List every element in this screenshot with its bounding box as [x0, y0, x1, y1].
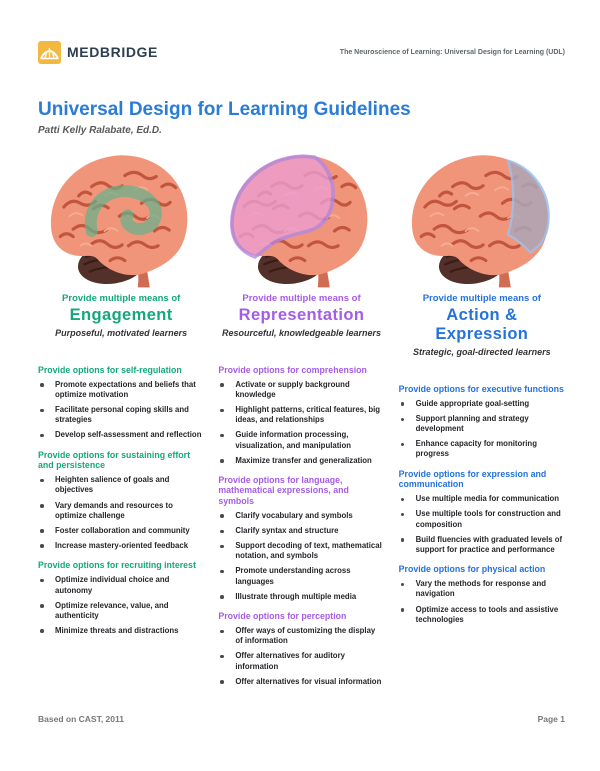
- bullet-item: Build fluencies with graduated levels of…: [399, 535, 565, 555]
- posterior-highlight: [230, 154, 336, 259]
- column-name: Action & Expression: [435, 305, 529, 343]
- bullet-item: Promote expectations and beliefs that op…: [38, 380, 204, 400]
- brain-illustration-wrap: [218, 146, 384, 292]
- bullet-item: Optimize relevance, value, and authentic…: [38, 601, 204, 621]
- author-byline: Patti Kelly Ralabate, Ed.D.: [38, 124, 162, 136]
- bullet-item: Guide information processing, visualizat…: [218, 430, 384, 450]
- guideline-columns: Provide multiple means of Engagement Pur…: [38, 146, 565, 696]
- limbic-highlight: [84, 184, 162, 237]
- column-kicker: Provide multiple means of: [242, 292, 361, 304]
- page-title: Universal Design for Learning Guidelines: [38, 99, 411, 120]
- page-header: MEDBRIDGE The Neuroscience of Learning: …: [38, 38, 565, 66]
- section-heading: Provide options for comprehension: [218, 364, 367, 375]
- column-action-expression: Provide multiple means of Action & Expre…: [399, 146, 565, 696]
- bullet-item: Offer ways of customizing the display of…: [218, 626, 384, 646]
- bullet-item: Maximize transfer and generalization: [218, 456, 384, 466]
- bullet-item: Clarify syntax and structure: [218, 526, 384, 536]
- footer-page-number: Page 1: [537, 714, 565, 724]
- section-heading: Provide options for expression and commu…: [398, 468, 547, 489]
- footer-source-note: Based on CAST, 2011: [38, 714, 124, 724]
- brain-engagement-illustration: [38, 146, 204, 292]
- column-learner-subtitle: Resourceful, knowledgeable learners: [221, 327, 382, 338]
- column-learner-subtitle: Strategic, goal-directed learners: [413, 346, 551, 357]
- section-heading: Provide options for executive functions: [398, 383, 564, 394]
- medbridge-logo: MEDBRIDGE: [38, 40, 158, 64]
- medbridge-logo-icon: [38, 40, 61, 64]
- column-kicker: Provide multiple means of: [62, 292, 181, 304]
- section-bullet-list: Promote expectations and beliefs that op…: [38, 380, 204, 441]
- brain-illustration-wrap: [399, 146, 565, 292]
- bullet-item: Vary the methods for response and naviga…: [399, 579, 565, 599]
- column-learner-subtitle: Purposeful, motivated learners: [55, 327, 188, 338]
- bullet-item: Offer alternatives for visual informatio…: [218, 677, 384, 687]
- section-bullet-list: Heighten salience of goals and objective…: [38, 475, 204, 551]
- bullet-item: Use multiple media for communication: [399, 494, 565, 504]
- guideline-section: Provide options for language, mathematic…: [218, 475, 384, 602]
- bullet-item: Enhance capacity for monitoring progress: [399, 439, 565, 459]
- bullet-item: Highlight patterns, critical features, b…: [218, 405, 384, 425]
- column-kicker: Provide multiple means of: [422, 292, 541, 304]
- section-heading: Provide options for recruiting interest: [38, 560, 196, 571]
- column-heading: Provide multiple means of Action & Expre…: [399, 292, 565, 358]
- bullet-item: Develop self-assessment and reflection: [38, 430, 204, 440]
- logo-wordmark: MEDBRIDGE: [67, 44, 158, 60]
- bullet-item: Illustrate through multiple media: [218, 592, 384, 602]
- section-heading: Provide options for sustaining effort an…: [38, 449, 190, 470]
- bullet-item: Offer alternatives for auditory informat…: [218, 651, 384, 671]
- bullet-item: Promote understanding across languages: [218, 566, 384, 586]
- brain-representation-illustration: [218, 146, 384, 292]
- guideline-section: Provide options for expression and commu…: [399, 469, 565, 555]
- section-heading: Provide options for perception: [218, 610, 347, 621]
- column-heading: Provide multiple means of Representation…: [218, 292, 384, 339]
- document-reference-title: The Neuroscience of Learning: Universal …: [339, 48, 565, 56]
- brain-illustration-wrap: [38, 146, 204, 292]
- page-footer: Based on CAST, 2011 Page 1: [38, 714, 565, 724]
- column-engagement: Provide multiple means of Engagement Pur…: [38, 146, 204, 696]
- bullet-item: Minimize threats and distractions: [38, 626, 204, 636]
- bullet-item: Guide appropriate goal-setting: [399, 399, 565, 409]
- brain-action-expression-illustration: [399, 146, 565, 292]
- section-heading: Provide options for self-regulation: [38, 364, 182, 375]
- column-heading: Provide multiple means of Engagement Pur…: [38, 292, 204, 339]
- bullet-item: Increase mastery-oriented feedback: [38, 541, 204, 551]
- section-bullet-list: Vary the methods for response and naviga…: [399, 579, 565, 625]
- bullet-item: Vary demands and resources to optimize c…: [38, 501, 204, 521]
- bullet-item: Heighten salience of goals and objective…: [38, 475, 204, 495]
- section-heading: Provide options for language, mathematic…: [218, 474, 349, 506]
- bullet-item: Use multiple tools for construction and …: [399, 509, 565, 529]
- bullet-item: Support decoding of text, mathematical n…: [218, 541, 384, 561]
- column-representation: Provide multiple means of Representation…: [218, 146, 384, 696]
- bullet-item: Optimize access to tools and assistive t…: [399, 605, 565, 625]
- section-heading: Provide options for physical action: [398, 563, 546, 574]
- section-bullet-list: Offer ways of customizing the display of…: [218, 626, 384, 687]
- bullet-item: Foster collaboration and community: [38, 526, 204, 536]
- column-name: Representation: [238, 305, 365, 324]
- bullet-item: Facilitate personal coping skills and st…: [38, 405, 204, 425]
- frontal-highlight: [505, 159, 550, 254]
- guideline-section: Provide options for sustaining effort an…: [38, 450, 204, 552]
- column-name: Engagement: [69, 305, 173, 324]
- bullet-item: Clarify vocabulary and symbols: [218, 511, 384, 521]
- bullet-item: Activate or supply background knowledge: [218, 380, 384, 400]
- bullet-item: Support planning and strategy developmen…: [399, 414, 565, 434]
- bullet-item: Optimize individual choice and autonomy: [38, 575, 204, 595]
